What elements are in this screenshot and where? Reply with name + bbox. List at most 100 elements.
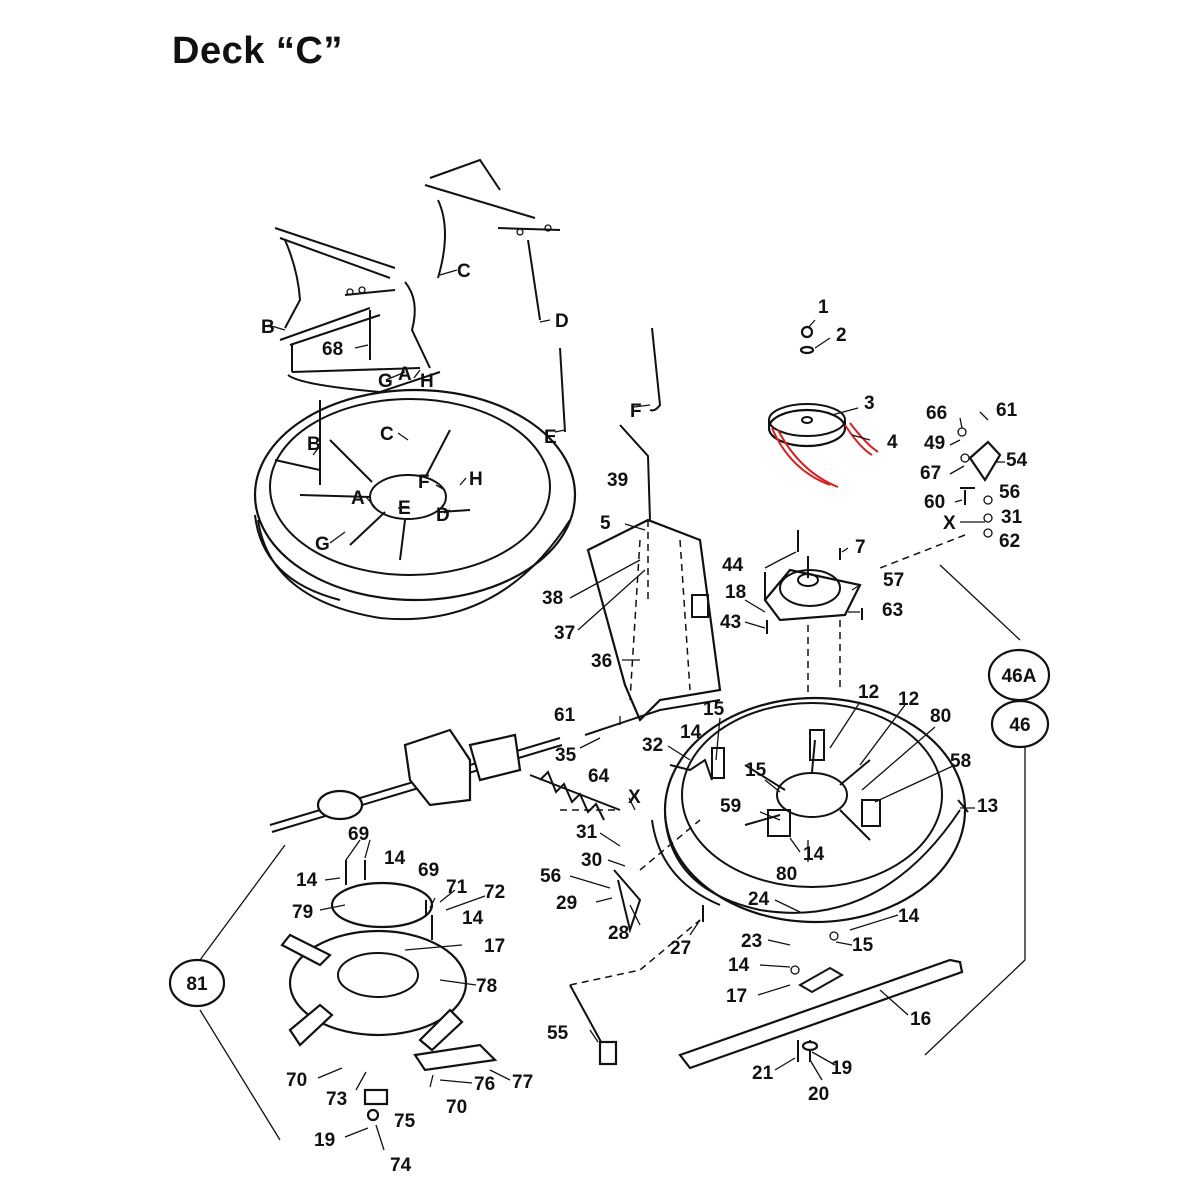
control-link	[584, 699, 721, 781]
callout-23: 23	[741, 931, 762, 952]
circle-81	[168, 958, 226, 1008]
callout-14: 14	[680, 722, 702, 743]
mower-blade	[678, 905, 964, 1070]
callout-55: 55	[547, 1023, 569, 1044]
callout-labels: 1 2 3 4 5 7 12 12 13 14 14 14 14 14 14 1…	[261, 261, 1028, 1176]
callout-12: 12	[898, 689, 919, 710]
letter-C: C	[380, 424, 394, 445]
transaxle	[269, 728, 621, 833]
callout-3: 3	[864, 393, 875, 414]
callout-44: 44	[722, 555, 744, 576]
callout-77: 77	[512, 1072, 533, 1093]
letter-C: C	[457, 261, 471, 282]
center-bracket	[586, 518, 722, 722]
callout-56: 56	[999, 482, 1020, 503]
callout-14: 14	[462, 908, 484, 929]
letter-X: X	[943, 513, 956, 534]
callout-29: 29	[556, 893, 577, 914]
spindle-housing	[763, 530, 863, 700]
callout-14: 14	[803, 844, 825, 865]
letter-E: E	[398, 498, 411, 519]
callout-79: 79	[292, 902, 313, 923]
callout-18: 18	[725, 582, 746, 603]
callout-31: 31	[1001, 507, 1023, 528]
callout-36: 36	[591, 651, 612, 672]
letter-D: D	[436, 505, 450, 526]
callout-43: 43	[720, 612, 741, 633]
callout-81: 81	[186, 974, 208, 995]
callout-67: 67	[920, 463, 941, 484]
callout-1: 1	[818, 297, 829, 318]
callout-27: 27	[670, 938, 691, 959]
callout-14: 14	[728, 955, 750, 976]
callout-61: 61	[554, 705, 576, 726]
callout-46: 46	[1009, 715, 1030, 736]
callout-30: 30	[581, 850, 602, 871]
letter-D: D	[555, 311, 569, 332]
callout-32: 32	[642, 735, 663, 756]
letter-G: G	[315, 534, 330, 555]
letter-H: H	[420, 371, 434, 392]
letter-B: B	[261, 317, 275, 338]
callout-38: 38	[542, 588, 563, 609]
letter-A: A	[351, 488, 365, 509]
callout-75: 75	[394, 1111, 416, 1132]
letter-X: X	[628, 787, 641, 808]
callout-71: 71	[446, 877, 468, 898]
callout-54: 54	[1006, 450, 1028, 471]
callout-39: 39	[607, 470, 628, 491]
callout-19: 19	[314, 1130, 335, 1151]
links-e-f	[559, 327, 662, 521]
letter-F: F	[630, 401, 642, 422]
callout-63: 63	[882, 600, 903, 621]
callout-61: 61	[996, 400, 1018, 421]
callout-20: 20	[808, 1084, 829, 1105]
callout-7: 7	[855, 537, 866, 558]
callout-49: 49	[924, 433, 945, 454]
lift-linkage	[274, 158, 561, 394]
circle-46	[990, 699, 1050, 749]
callout-76: 76	[474, 1074, 495, 1095]
callout-14: 14	[296, 870, 318, 891]
callout-13: 13	[977, 796, 998, 817]
callout-37: 37	[554, 623, 575, 644]
callout-60: 60	[924, 492, 945, 513]
callout-78: 78	[476, 976, 497, 997]
callout-80: 80	[776, 864, 797, 885]
callout-15: 15	[852, 935, 874, 956]
blade-plate-assembly	[280, 860, 498, 1122]
letter-H: H	[469, 469, 483, 490]
letter-B: B	[307, 434, 321, 455]
callout-28: 28	[608, 923, 629, 944]
lower-deck-housing	[651, 696, 969, 924]
callout-73: 73	[326, 1089, 347, 1110]
leader-lines	[199, 269, 1026, 1151]
circled-references: 46A 46 81	[168, 648, 1051, 1008]
letter-F: F	[418, 472, 430, 493]
callout-57: 57	[883, 570, 904, 591]
callout-68: 68	[322, 339, 343, 360]
callout-69: 69	[418, 860, 439, 881]
callout-21: 21	[752, 1063, 774, 1084]
callout-17: 17	[484, 936, 505, 957]
callout-56: 56	[540, 866, 561, 887]
callout-66: 66	[926, 403, 947, 424]
callout-31: 31	[576, 822, 598, 843]
callout-15: 15	[703, 699, 725, 720]
drive-belt-highlight	[771, 422, 879, 488]
callout-17: 17	[726, 986, 747, 1007]
callout-72: 72	[484, 882, 505, 903]
callout-64: 64	[588, 766, 610, 787]
letter-G: G	[378, 371, 393, 392]
callout-58: 58	[950, 751, 971, 772]
spindle-pulley	[767, 325, 847, 448]
callout-69: 69	[348, 824, 369, 845]
callout-19: 19	[831, 1058, 852, 1079]
callout-5: 5	[600, 513, 611, 534]
letter-A: A	[398, 364, 412, 385]
callout-4: 4	[887, 432, 898, 453]
callout-62: 62	[999, 531, 1020, 552]
callout-74: 74	[390, 1155, 412, 1176]
callout-2: 2	[836, 325, 847, 346]
